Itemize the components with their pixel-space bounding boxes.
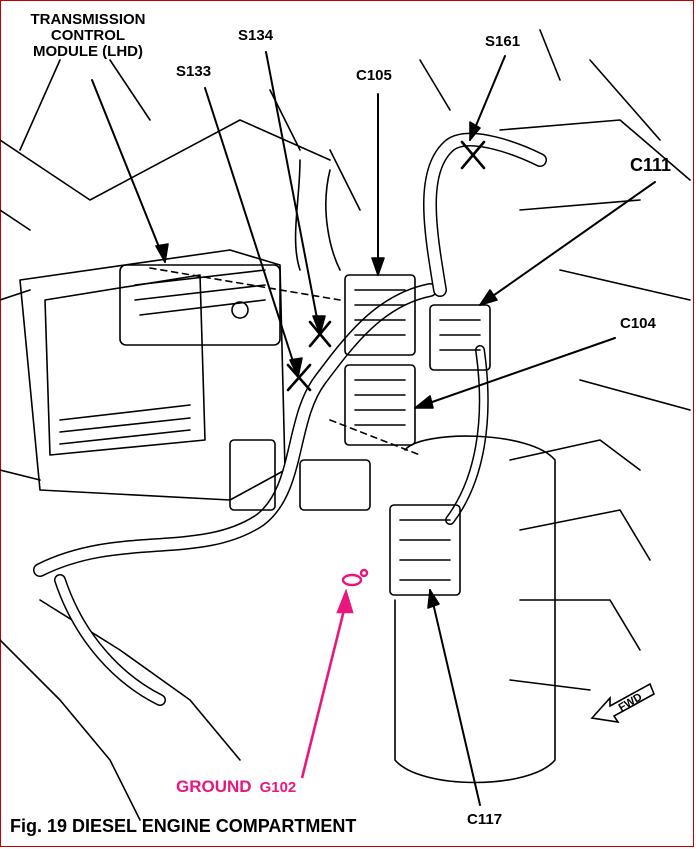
c111-label: C111 xyxy=(630,155,672,175)
splice-mark-s161 xyxy=(460,140,486,170)
ground-label-text: GROUND xyxy=(176,777,252,796)
tcm-housing xyxy=(44,274,206,456)
connector-c117 xyxy=(399,519,451,581)
arrowhead xyxy=(336,588,354,614)
ground-terminal-icon xyxy=(341,573,363,587)
fwd-arrow-icon: FWD xyxy=(590,682,656,724)
connector-c111 xyxy=(439,319,481,351)
arrowhead xyxy=(427,589,440,609)
background-structure xyxy=(0,289,241,821)
arrowhead xyxy=(414,395,434,409)
arrowhead xyxy=(312,315,326,335)
connector-c111 xyxy=(429,304,491,371)
tcm-connector xyxy=(134,269,266,316)
ground-label: GROUND G102 xyxy=(176,778,296,796)
leader-line-c117 xyxy=(429,589,481,806)
wiring-harness xyxy=(54,574,166,706)
s133-label: S133 xyxy=(176,63,212,80)
connector-c105 xyxy=(354,289,406,336)
tcm-label-line3: MODULE (LHD) xyxy=(33,42,143,60)
tcm-connector xyxy=(231,301,249,319)
engine-block xyxy=(509,439,651,691)
wiring-harness xyxy=(34,284,436,576)
arrowhead xyxy=(469,121,481,141)
leader-line-s134 xyxy=(265,51,321,335)
connector-c104 xyxy=(344,364,416,446)
s161-label: S161 xyxy=(485,33,521,50)
wiring-harness xyxy=(294,159,341,271)
leader-line-c111 xyxy=(479,181,656,306)
tcm-label-line1: TRANSMISSION xyxy=(30,11,146,28)
arrowhead xyxy=(155,243,169,263)
wiring-harness xyxy=(423,132,547,297)
splice-mark-s133 xyxy=(286,363,312,392)
background-structure xyxy=(0,29,691,411)
ground-terminal-icon xyxy=(359,568,369,578)
figure-caption: Fig. 19 DIESEL ENGINE COMPARTMENT xyxy=(10,816,357,836)
tcm-label-line2: CONTROL xyxy=(50,26,126,44)
connector-misc xyxy=(299,459,371,511)
wiring-harness xyxy=(424,134,546,296)
wiring-harness xyxy=(446,346,488,524)
fwd-arrow-label: FWD xyxy=(617,691,645,714)
leader-line-c104 xyxy=(414,337,616,409)
leader-line-tcm xyxy=(91,79,166,263)
ground-g102 xyxy=(300,568,369,779)
routing-dashed xyxy=(149,267,421,456)
connector-misc xyxy=(229,439,276,511)
ground-label-code: G102 xyxy=(259,779,297,796)
arrowhead xyxy=(289,357,303,378)
connector-c105 xyxy=(344,274,416,356)
c104-label: C104 xyxy=(620,315,656,332)
wiring-harness xyxy=(55,575,165,705)
tcm-connector xyxy=(119,264,281,346)
connector-c117 xyxy=(389,504,461,596)
s134-label: S134 xyxy=(238,27,274,44)
tcm-label: TRANSMISSION CONTROL MODULE (LHD) xyxy=(8,12,168,59)
leader-line-ground xyxy=(300,601,348,779)
fwd-arrow-icon xyxy=(590,682,656,724)
leader-line-s133 xyxy=(204,87,299,378)
arrowhead xyxy=(479,289,498,306)
c105-label: C105 xyxy=(356,67,392,84)
arrowhead xyxy=(371,257,385,276)
tcm-housing xyxy=(59,404,191,445)
connector-c104 xyxy=(354,379,406,426)
c117-label: C117 xyxy=(467,811,503,828)
fuel-filter-canister xyxy=(394,435,556,784)
